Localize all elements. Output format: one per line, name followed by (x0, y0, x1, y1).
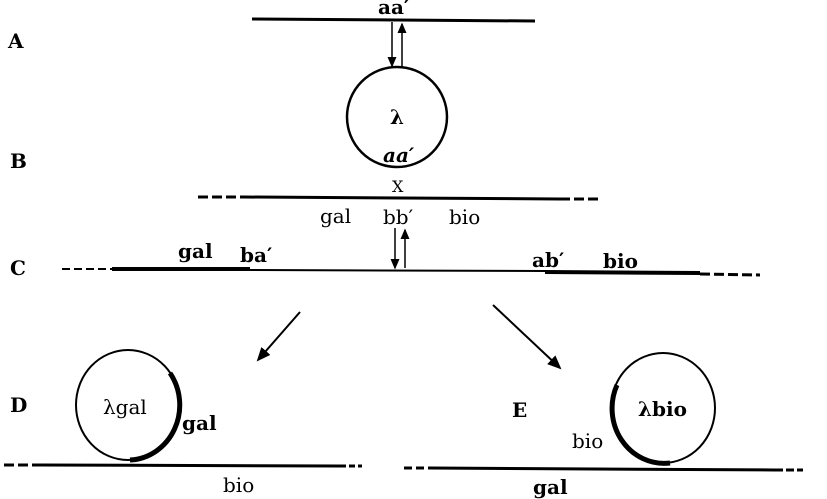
row-label-a: A (7, 29, 24, 53)
stage-d-bio: bio (223, 473, 254, 497)
stage-b-bio: bio (449, 205, 480, 229)
chromosome-e-line (429, 466, 776, 472)
bacterial-chromosome-line (244, 195, 561, 201)
lambda-circle (345, 65, 449, 169)
lambda-gal-label: λgal (103, 395, 147, 419)
stage-b-site: bb′ (383, 205, 414, 229)
stage-e-gal: gal (533, 475, 568, 499)
row-label-d: D (10, 393, 27, 417)
stage-a-site-label: aa′ (378, 0, 409, 19)
stage-c-gal: gal (178, 239, 213, 263)
bacterial-segment-right (544, 270, 701, 275)
integrated-dashed-right (699, 272, 761, 277)
stage-c-bio: bio (603, 249, 638, 273)
excision-arrow-right (492, 304, 562, 370)
stage-b-gal: gal (320, 204, 351, 228)
row-label-b: B (10, 149, 27, 173)
stage-c-left-site: ba′ (240, 243, 272, 267)
excision-arrow-left (256, 311, 301, 362)
phage-site-label: aa′ (383, 143, 415, 167)
stage-c-right-site: ab′ (532, 248, 564, 272)
lambda-bio-label: λbio (638, 397, 687, 421)
stage-e-bio-arc-label: bio (572, 429, 603, 453)
stage-d-gal-arc-label: gal (182, 411, 217, 435)
row-label-c: C (10, 256, 26, 280)
phage-chromosome-line (251, 17, 536, 23)
crossover-mark: X (392, 177, 404, 196)
row-label-e: E (512, 398, 527, 422)
chromosome-d-line (39, 463, 341, 468)
bio-arc (609, 383, 671, 466)
lambda-symbol: λ (390, 105, 404, 129)
gal-arc (129, 371, 183, 463)
prophage-segment (249, 269, 546, 272)
